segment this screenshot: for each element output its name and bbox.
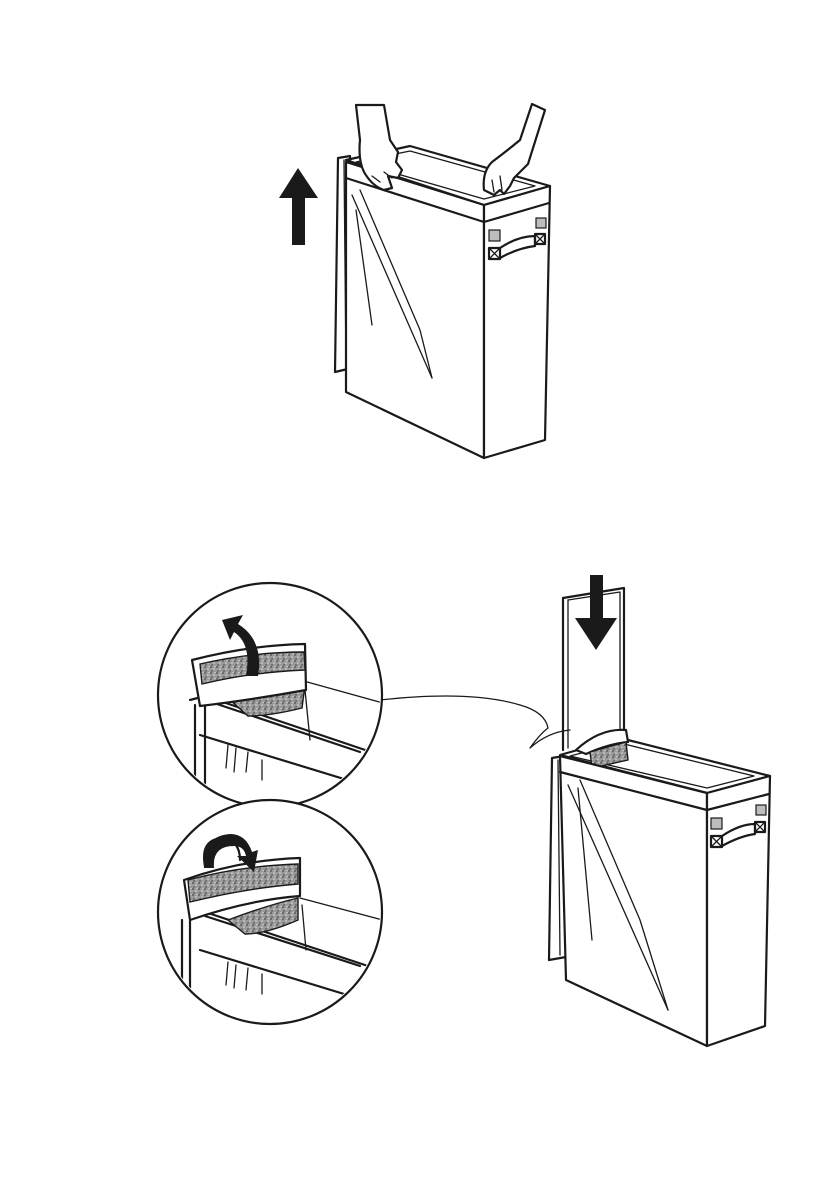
down-arrow-icon: [575, 575, 617, 650]
detail-open-flap: [158, 583, 390, 810]
step-insert-frame: [158, 575, 770, 1046]
laundry-bag-icon: [549, 730, 770, 1046]
step-lift-bag: [279, 104, 550, 458]
detail-close-flap: [158, 800, 390, 1024]
up-arrow-icon: [279, 168, 318, 245]
laundry-bag-icon: [335, 146, 550, 458]
callout-leader: [380, 696, 570, 748]
